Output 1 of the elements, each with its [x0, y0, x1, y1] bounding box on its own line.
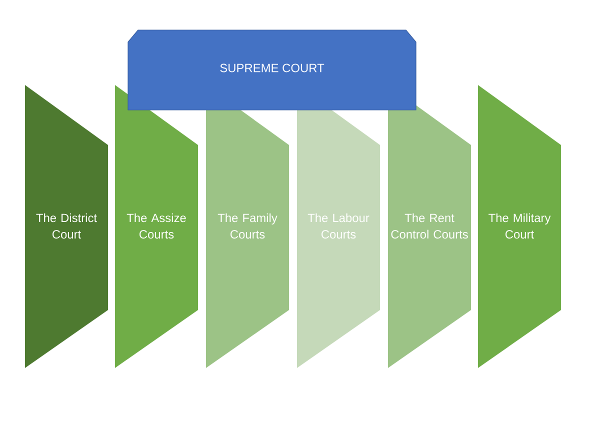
banner-box: SUPREME COURT [128, 30, 416, 110]
